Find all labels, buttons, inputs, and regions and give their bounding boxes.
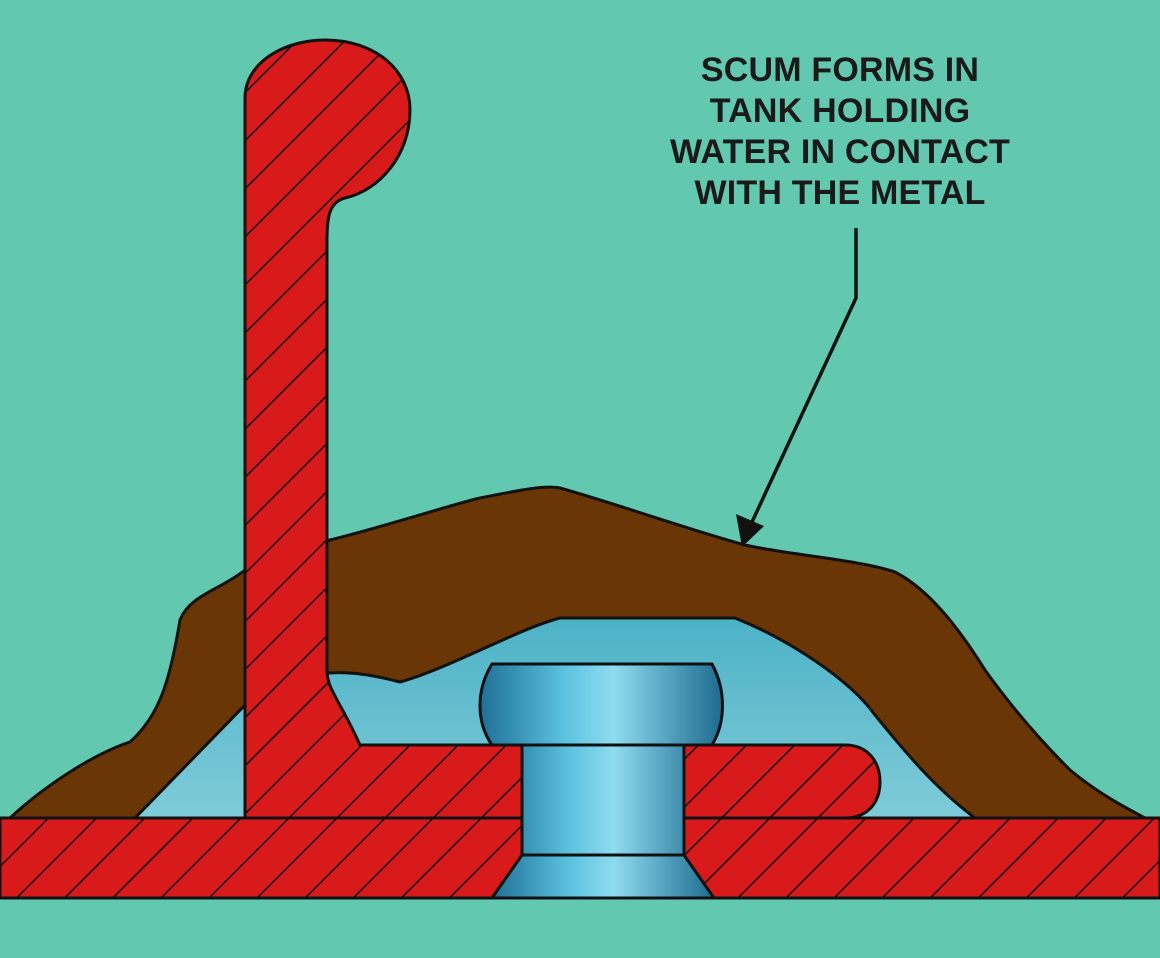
rivet-shank — [489, 743, 717, 900]
callout-label: SCUM FORMS IN TANK HOLDING WATER IN CONT… — [600, 50, 1080, 214]
callout-leader-line — [750, 228, 858, 523]
arrowhead-icon — [736, 514, 764, 547]
angle-member — [243, 38, 882, 820]
rivet-head — [478, 662, 724, 747]
callout-line-2: TANK HOLDING — [709, 92, 971, 130]
callout-line-3: WATER IN CONTACT — [669, 133, 1010, 171]
callout-line-1: SCUM FORMS IN — [700, 51, 980, 89]
callout-line-4: WITH THE METAL — [694, 174, 986, 212]
